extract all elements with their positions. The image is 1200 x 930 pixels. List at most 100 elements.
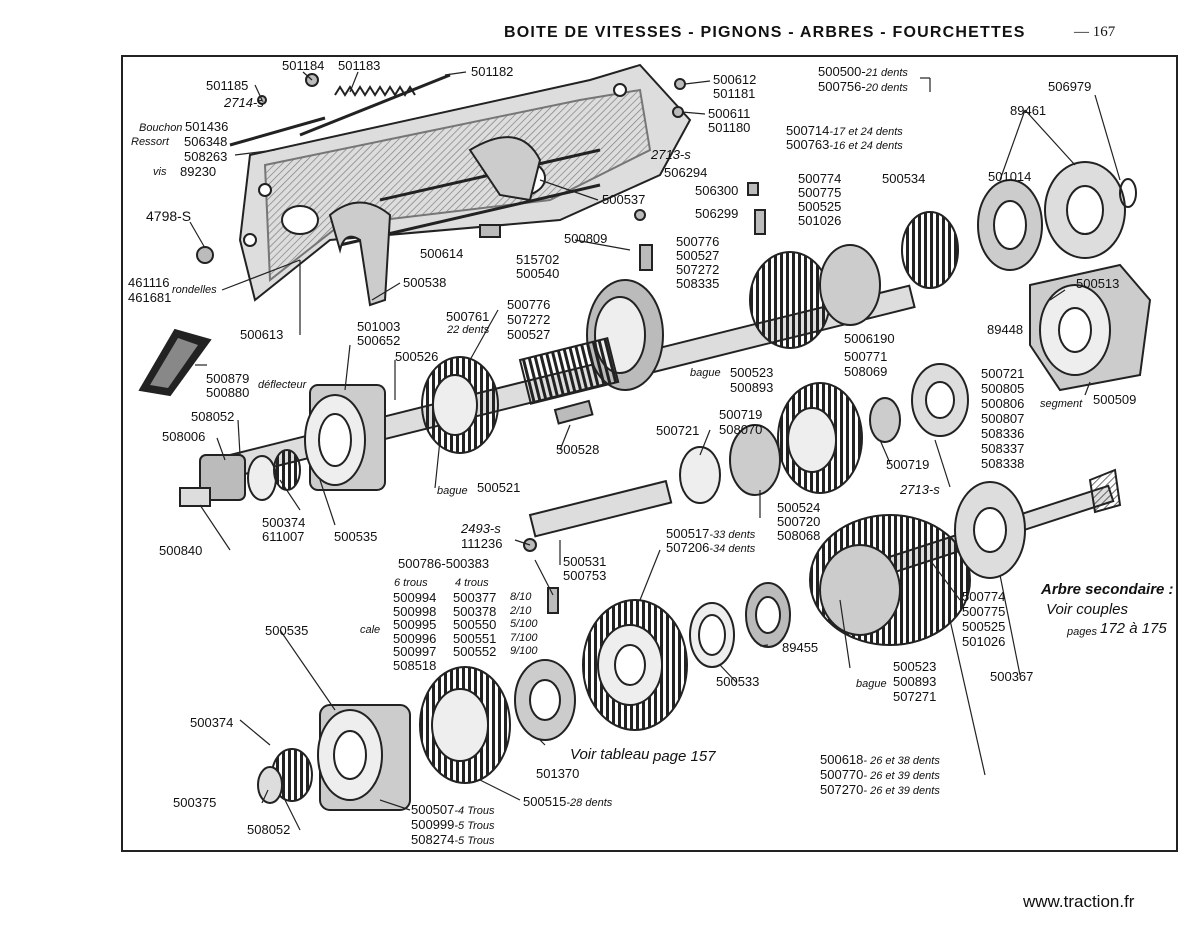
part-500524: 500524 <box>777 500 821 515</box>
part-508068: 508068 <box>777 528 821 543</box>
part-2713-s-mid: 2713-s <box>900 482 940 497</box>
part-500517-teeth: -33 dents <box>709 529 756 541</box>
label-cale: cale <box>360 624 381 636</box>
part-500770: 500770- 26 et 39 dents <box>820 768 940 783</box>
part-500618: 500618- 26 et 38 dents <box>820 753 940 768</box>
part-508337: 508337 <box>981 441 1025 456</box>
diagram-frame <box>121 55 1178 852</box>
page-title: BOITE DE VITESSES - PIGNONS - ARBRES - F… <box>504 24 1026 41</box>
part-507206: 507206-34 dents <box>666 541 755 556</box>
secondary-shaft <box>809 468 1122 646</box>
part-508338: 508338 <box>981 456 1025 471</box>
part-500500-teeth: 21 dents <box>865 67 908 79</box>
part-500761: 500761 <box>446 309 490 324</box>
part-500756-code: 500756- <box>818 79 866 94</box>
part-508274-holes: -5 Trous <box>454 835 495 847</box>
label-deflecteur: déflecteur <box>258 379 307 391</box>
part-508274-code: 508274 <box>411 832 455 847</box>
part-500534: 500534 <box>882 171 926 186</box>
part-500515-code: 500515 <box>523 794 567 809</box>
part-508263: 508263 <box>184 149 228 164</box>
part-500893-a: 500893 <box>730 380 774 395</box>
part-500507-holes: -4 Trous <box>454 805 495 817</box>
part-500531: 500531 <box>563 554 607 569</box>
part-500763: 500763-16 et 24 dents <box>786 138 903 153</box>
part-501184: 501184 <box>282 58 325 73</box>
part-500618-teeth: - 26 et 38 dents <box>863 755 940 767</box>
leader-lines <box>189 71 1121 831</box>
part-500756: 500756-20 dents <box>818 80 908 95</box>
part-500753: 500753 <box>563 568 607 583</box>
part-500507-code: 500507 <box>411 802 455 817</box>
label-voir-couples: Voir couples <box>1046 601 1128 618</box>
part-508070: 508070 <box>719 422 763 437</box>
cale-column-6-trous: 500994 500998 500995 500996 500997 50851… <box>393 590 437 673</box>
part-500540: 500540 <box>516 266 560 281</box>
part-508006: 508006 <box>162 429 206 444</box>
part-2714-s: 2714-s <box>224 95 264 110</box>
part-500538: 500538 <box>403 275 447 290</box>
part-500374-b: 500374 <box>190 715 234 730</box>
part-500523-b: 500523 <box>893 659 937 674</box>
part-500999-code: 500999 <box>411 817 455 832</box>
part-508336: 508336 <box>981 426 1025 441</box>
part-500500-code: 500500- <box>818 64 866 79</box>
part-500618-code: 500618 <box>820 752 864 767</box>
small-parts <box>196 73 766 614</box>
part-500879: 500879 <box>206 371 250 386</box>
part-500774-b: 500774 <box>962 589 1006 604</box>
part-500776-a: 500776 <box>676 234 720 249</box>
part-500714-teeth: -17 et 24 dents <box>829 126 903 138</box>
part-2493-s: 2493-s <box>461 521 501 536</box>
bearing-501014 <box>977 161 1137 271</box>
part-500763-teeth: -16 et 24 dents <box>829 140 903 152</box>
label-pages-range: 172 à 175 <box>1100 620 1167 637</box>
part-501436: 501436 <box>185 119 229 134</box>
spring-501183 <box>334 85 416 97</box>
part-501183: 501183 <box>338 58 381 73</box>
part-515702: 515702 <box>516 252 560 267</box>
part-501180: 501180 <box>708 120 751 135</box>
fork-500538 <box>328 201 392 307</box>
part-500513: 500513 <box>1076 276 1120 291</box>
part-500840: 500840 <box>159 543 203 558</box>
part-500526: 500526 <box>395 349 439 364</box>
part-500770-teeth: - 26 et 39 dents <box>863 770 940 782</box>
part-89448: 89448 <box>987 322 1024 337</box>
gear-500761 <box>421 356 499 454</box>
part-500806: 500806 <box>981 396 1025 411</box>
part-500775-b: 500775 <box>962 604 1006 619</box>
part-500523-a: 500523 <box>730 365 774 380</box>
part-507206-teeth: -34 dents <box>709 543 756 555</box>
part-500999-holes: -5 Trous <box>454 820 495 832</box>
part-508052-a: 508052 <box>191 409 235 424</box>
part-500535-b: 500535 <box>265 623 309 638</box>
part-506299: 506299 <box>695 206 739 221</box>
part-507270-teeth: - 26 et 39 dents <box>863 785 940 797</box>
part-501014: 501014 <box>988 169 1032 184</box>
label-segment: segment <box>1040 398 1083 410</box>
part-111236: 111236 <box>461 536 503 551</box>
part-507206-code: 507206 <box>666 540 710 555</box>
part-500612: 500612 <box>713 72 757 87</box>
part-500720: 500720 <box>777 514 821 529</box>
part-501182: 501182 <box>471 64 514 79</box>
part-501003: 501003 <box>357 319 401 334</box>
part-507270-code: 507270 <box>820 782 864 797</box>
part-5006190: 5006190 <box>844 331 895 346</box>
part-500515-teeth: -28 dents <box>566 797 613 809</box>
part-89455: 89455 <box>782 640 819 655</box>
part-500719-b: 500719 <box>886 457 930 472</box>
part-501026-a: 501026 <box>798 213 842 228</box>
part-500775-a: 500775 <box>798 185 842 200</box>
cale-column-4-trous: 500377 500378 500550 500551 500552 <box>453 590 497 659</box>
part-500527-a: 500527 <box>676 248 720 263</box>
part-500515: 500515-28 dents <box>523 795 612 810</box>
part-507272-a: 507272 <box>676 262 720 277</box>
part-2713-s-top: 2713-s <box>651 147 691 162</box>
part-508069: 508069 <box>844 364 888 379</box>
fork-500537 <box>468 136 542 202</box>
part-500527-b: 500527 <box>507 327 551 342</box>
part-500880: 500880 <box>206 385 250 400</box>
